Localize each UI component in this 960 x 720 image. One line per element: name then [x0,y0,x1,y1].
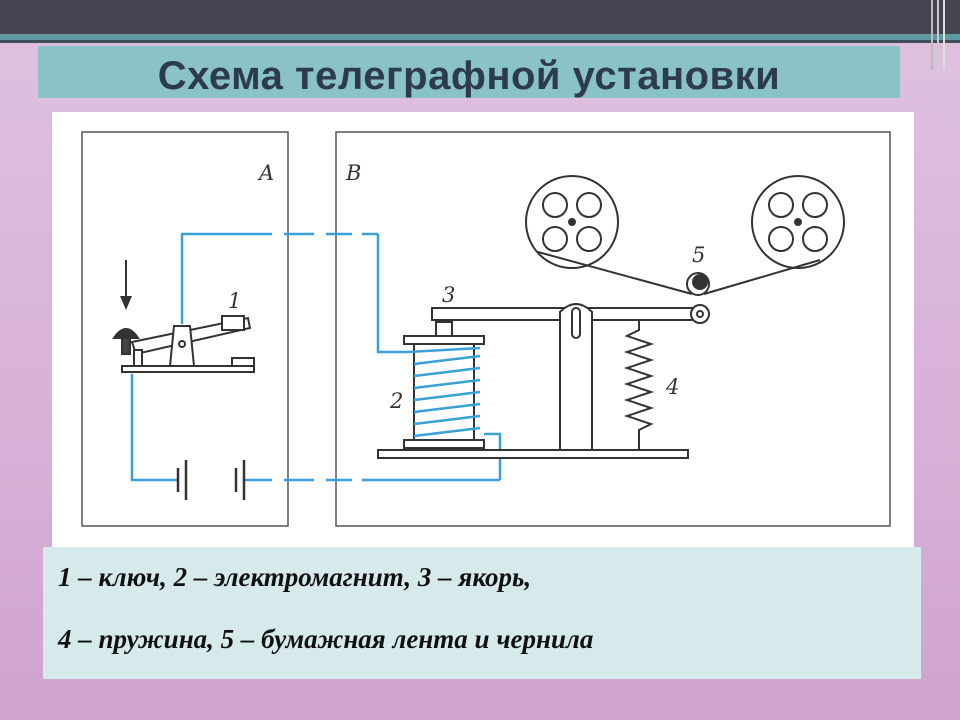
panel-a-label: A [257,161,274,185]
left-reel [525,175,619,269]
caption-line-2: 4 – пружина, 5 – бумажная лента и чернил… [58,624,594,654]
base-plate [377,449,689,459]
caption-box [43,547,921,679]
battery [176,460,246,500]
panel-b-label: B [345,161,361,185]
wiring [130,232,502,482]
coil-windings [407,346,481,438]
panel-a-frame [81,131,289,527]
top-bar [0,0,960,34]
title-bar [38,46,900,98]
panel-b-frame [335,131,891,527]
spring [622,319,656,450]
corner-decoration [931,0,945,70]
telegraph-diagram: A B 1 [81,131,891,527]
label-spring: 4 [665,375,679,399]
paper-tape [537,251,821,295]
page-title: Схема телеграфной установки [157,54,781,98]
top-stripe [0,34,960,40]
right-reel [751,175,845,269]
top-stripe-dark [0,40,960,43]
label-electromagnet: 2 [389,389,403,413]
label-armature: 3 [442,283,455,307]
label-key: 1 [228,289,241,313]
ink-wheel [686,272,710,296]
pivot-post [559,303,593,451]
label-ink-wheel: 5 [692,243,705,267]
caption-line-1: 1 – ключ, 2 – электромагнит, 3 – якорь, [58,562,532,592]
telegraph-key [112,260,255,373]
